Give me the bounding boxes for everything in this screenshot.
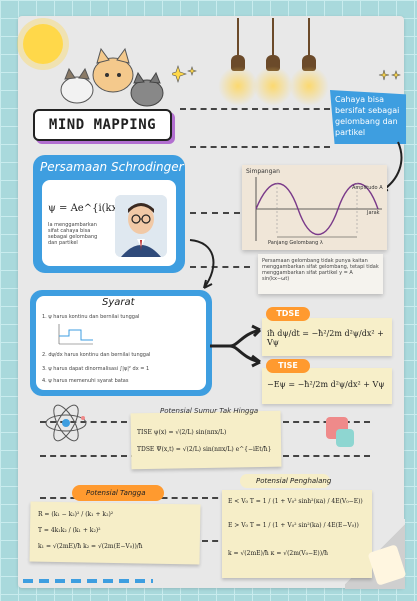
tdse-badge: TDSE — [266, 307, 310, 321]
wave-label-right: Amplitudo A — [352, 185, 383, 191]
tangga-tag — [72, 485, 164, 501]
lamp-wire — [272, 18, 274, 56]
sparkle-icon — [172, 65, 197, 83]
schrodinger-note: Ia menggambarkan sifat cahaya bisa sebag… — [48, 222, 98, 246]
divider — [180, 108, 330, 110]
syarat-item: 3. ψ harus dapat dinormalisasi ∫|ψ|² dx … — [42, 366, 150, 372]
penghalang-row2: E > V₀ T = 1 / (1 + V₀² sin²(ka) / 4E(E−… — [228, 522, 359, 529]
wave-note: Persamaan gelombang tidak punya kaitan m… — [262, 258, 379, 282]
tdse-equation: iħ dψ/dt = −ħ²/2m d²ψ/dx² + Vψ — [267, 329, 384, 347]
tangga-title: Potensial Tangga — [86, 489, 146, 497]
wave-label-axis: Jarak — [367, 210, 380, 216]
syarat-item: 2. dψ/dx harus kontinu dan bernilai tung… — [42, 352, 151, 358]
callout-box: Cahaya bisa bersifat sebagai gelombang d… — [330, 90, 406, 144]
schrodinger-title: Persamaan Schrodinger — [40, 160, 184, 174]
syarat-item: 1. ψ harus kontinu dan bernilai tunggal — [42, 314, 140, 320]
sumur-title: Potensial Sumur Tak Hingga — [160, 407, 259, 415]
lamp-glow — [289, 66, 329, 106]
schrodinger-equation: ψ = Ae^{i(kx−ωt)} — [48, 203, 149, 214]
schrodinger-portrait — [115, 195, 167, 257]
sumur-card — [130, 410, 282, 470]
divider — [190, 212, 240, 214]
page-title: MIND MAPPING — [33, 109, 172, 141]
tise-box — [262, 368, 392, 404]
lamp-wire — [237, 18, 239, 56]
tangga-line3: k₁ = √(2mE)/ħ k₂ = √(2m(E−V₀))/ħ — [38, 543, 143, 550]
penghalang-title: Potensial Penghalang — [256, 477, 332, 485]
sumur-line1: TISE ψ(x) = √(2/L) sin(nπx/L) — [137, 429, 227, 436]
sample-graph-icon — [58, 324, 93, 345]
tangga-line2: T = 4k₁k₂ / (k₁ + k₂)² — [38, 527, 101, 534]
puzzle-icon — [336, 429, 354, 447]
arrow-icon — [189, 239, 215, 289]
branch-arrow-icon — [210, 324, 262, 368]
atom-icon — [45, 404, 87, 442]
cat-icon — [60, 47, 164, 107]
footer-dots — [23, 579, 153, 583]
penghalang-row1: E < V₀ T = 1 / (1 + V₀² sinh²(κa) / 4E(V… — [228, 498, 363, 505]
sparkle-icon — [378, 69, 401, 81]
syarat-item: 4. ψ harus memenuhi syarat batas — [42, 378, 129, 384]
wave-diagram-card — [242, 165, 387, 250]
lamp-wire — [308, 18, 310, 56]
tdse-box — [262, 318, 392, 356]
wave-label-bottom: Panjang Gelombang λ — [268, 240, 323, 246]
syarat-title: Syarat — [102, 297, 135, 308]
divider — [190, 146, 330, 148]
sun-icon — [23, 24, 63, 64]
penghalang-row3: k = √(2mE)/ħ κ = √(2m(V₀−E))/ħ — [228, 550, 328, 557]
wave-label-top: Simpangan — [246, 168, 280, 175]
tise-badge: TISE — [266, 359, 310, 373]
wave-note-card — [258, 254, 383, 294]
tangga-line1: R = (k₁ − k₂)² / (k₁ + k₂)² — [38, 511, 114, 518]
penghalang-card — [222, 490, 372, 578]
lamp-glow — [218, 66, 258, 106]
sumur-line2: TDSE Ψ(x,t) = √(2/L) sin(nπx/L) e^{−iEt/… — [137, 446, 272, 453]
tise-equation: −Eψ = −ħ²/2m d²ψ/dx² + Vψ — [267, 380, 385, 389]
divider — [40, 540, 370, 542]
divider — [190, 266, 250, 268]
penghalang-tag — [240, 474, 330, 488]
divider — [40, 497, 370, 499]
syarat-panel — [36, 296, 206, 390]
lamp-glow — [253, 66, 293, 106]
